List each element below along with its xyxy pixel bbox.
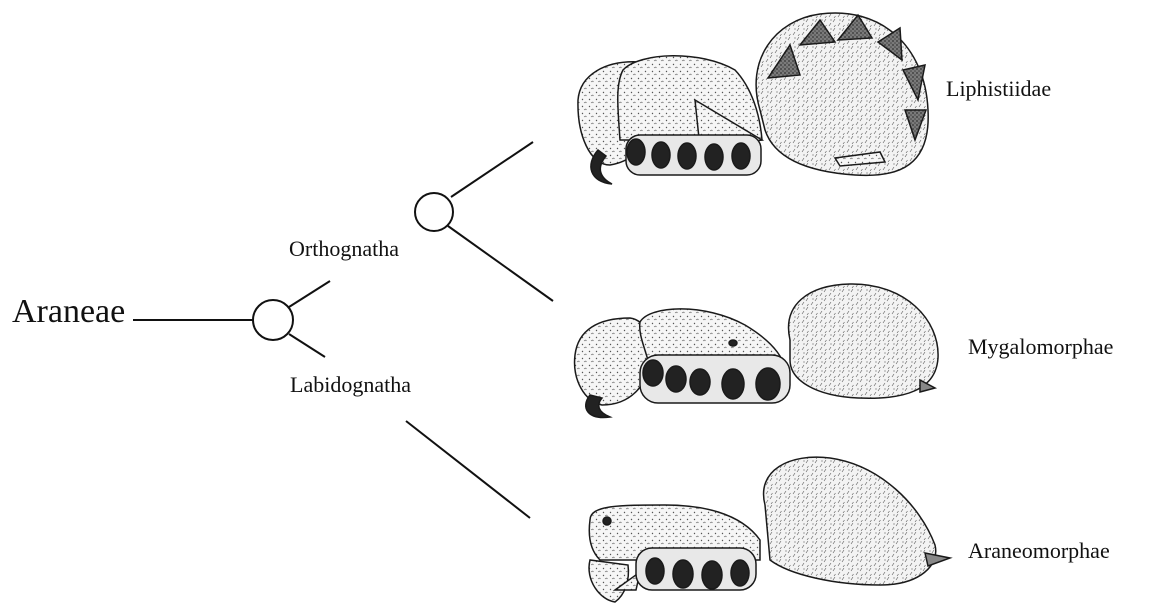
family-label-mygalomorphae: Mygalomorphae: [968, 334, 1113, 360]
branch-to-liphistiidae: [451, 142, 533, 197]
family-label-araneomorphae: Araneomorphae: [968, 538, 1110, 564]
orthognatha-node: [415, 193, 453, 231]
mygalomorph-spider-drawing: [575, 284, 939, 417]
clade-label-labidognatha: Labidognatha: [290, 372, 411, 398]
clade-label-orthognatha: Orthognatha: [289, 236, 399, 262]
branch-to-orthognatha: [289, 281, 330, 307]
branch-to-araneomorphae: [406, 421, 530, 518]
root-label-araneae: Araneae: [12, 293, 125, 331]
araneomorph-spider-drawing: [589, 457, 950, 602]
branch-to-mygalomorphae: [448, 226, 553, 301]
branch-to-labidognatha: [289, 334, 325, 357]
liphistiid-spider-drawing: [578, 13, 928, 184]
root-node: [253, 300, 293, 340]
family-label-liphistiidae: Liphistiidae: [946, 76, 1051, 102]
